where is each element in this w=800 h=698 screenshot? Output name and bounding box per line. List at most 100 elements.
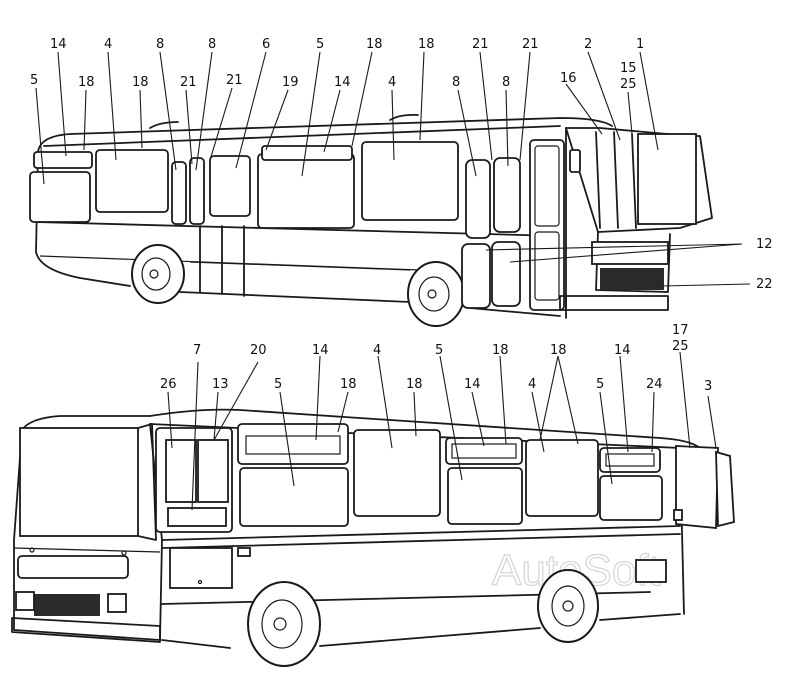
- bottom-callout-5: 5: [596, 377, 604, 392]
- top-front-pane-1: [637, 133, 697, 225]
- top-front-door-glass-lower: [534, 231, 560, 301]
- bottom-a-pillar: [137, 423, 157, 541]
- top-window-4a: [95, 149, 169, 213]
- bottom-callout-26: 26: [160, 377, 177, 392]
- top-mirror: [569, 149, 581, 173]
- bottom-window-5c: [599, 475, 663, 521]
- top-callout-21: 21: [472, 37, 489, 52]
- top-mid-door: [199, 225, 245, 297]
- top-bus-windows: [29, 141, 521, 309]
- bottom-window-5b: [447, 467, 523, 525]
- bottom-bus-windows: [237, 423, 663, 527]
- bottom-callout-4: 4: [373, 343, 381, 358]
- top-front-door: [529, 139, 565, 311]
- bottom-rear-wheel: [537, 569, 599, 643]
- bottom-callout-7: 7: [193, 343, 201, 358]
- top-callout-6: 6: [262, 37, 270, 52]
- bottom-callout-14: 14: [614, 343, 631, 358]
- top-pane-8d: [493, 157, 521, 233]
- top-roof-rail: [43, 125, 561, 147]
- bottom-callout-24: 24: [646, 377, 663, 392]
- top-callout-1: 1: [636, 37, 644, 52]
- top-callout-8: 8: [156, 37, 164, 52]
- top-callout-19: 19: [282, 75, 299, 90]
- top-callout-22: 22: [756, 277, 773, 292]
- bottom-callout-4: 4: [528, 377, 536, 392]
- top-leaders: [35, 51, 751, 287]
- top-pane-12a: [461, 243, 491, 309]
- bottom-front-badge-right: [121, 550, 127, 556]
- bottom-door-lower-pane: [167, 507, 227, 527]
- bottom-leaders: [167, 351, 717, 511]
- bottom-window-4b: [525, 439, 599, 517]
- bottom-callout-25: 25: [672, 339, 689, 354]
- top-grille: [600, 268, 664, 290]
- top-vent-rear: [33, 151, 93, 169]
- bottom-callout-18: 18: [550, 343, 567, 358]
- top-windscreen-frames: [595, 131, 637, 229]
- top-roof-line: [37, 117, 613, 153]
- bottom-callout-5: 5: [435, 343, 443, 358]
- top-front-door-glass-upper: [534, 145, 560, 227]
- top-callout-18: 18: [418, 37, 435, 52]
- top-callout-4: 4: [104, 37, 112, 52]
- top-callout-8: 8: [208, 37, 216, 52]
- top-callout-5: 5: [30, 73, 38, 88]
- top-rear-end: [35, 151, 131, 287]
- top-bus-body: [35, 113, 713, 327]
- bottom-headlamp-left: [15, 591, 35, 611]
- top-window-6: [209, 155, 251, 217]
- bottom-vent-14a-inner: [245, 435, 341, 455]
- bottom-front-wheel: [247, 581, 321, 667]
- bottom-callout-18: 18: [406, 377, 423, 392]
- top-pane-8b: [189, 157, 205, 225]
- bottom-side-marker: [237, 547, 251, 557]
- bottom-beltline: [161, 525, 681, 541]
- bottom-callout-14: 14: [312, 343, 329, 358]
- top-callout-21: 21: [226, 73, 243, 88]
- top-sill-mid: [179, 291, 411, 303]
- top-window-4b: [361, 141, 459, 221]
- bottom-rear-hinge: [673, 509, 683, 521]
- top-callout-8: 8: [502, 75, 510, 90]
- top-lower-moulding-2: [189, 261, 411, 271]
- top-pane-8c: [465, 159, 491, 239]
- top-roof-vent-2: [389, 113, 419, 121]
- bottom-front-seam: [13, 547, 161, 553]
- bottom-rear-side-panel: [635, 559, 667, 583]
- top-callout-14: 14: [50, 37, 67, 52]
- bottom-headlamp-right: [107, 593, 127, 613]
- top-front-wheel: [407, 261, 465, 327]
- bottom-callout-18: 18: [492, 343, 509, 358]
- top-sill-front: [469, 307, 561, 317]
- top-callout-2: 2: [584, 37, 592, 52]
- bottom-panel-lock: [197, 579, 203, 585]
- top-callout-21: 21: [180, 75, 197, 90]
- top-front-bumper: [559, 295, 669, 311]
- top-callout-21: 21: [522, 37, 539, 52]
- bottom-callout-20: 20: [250, 343, 267, 358]
- bottom-callout-3: 3: [704, 379, 712, 394]
- bottom-window-4a: [353, 429, 441, 517]
- bottom-rear-window-edge: [715, 450, 735, 528]
- top-callout-18: 18: [78, 75, 95, 90]
- bottom-callout-5: 5: [274, 377, 282, 392]
- top-front-mask: [565, 127, 713, 233]
- bottom-windscreen: [19, 427, 139, 537]
- top-vent-14b: [261, 145, 353, 161]
- bottom-front-bumper: [11, 617, 161, 643]
- bottom-window-5a: [239, 467, 349, 527]
- top-roof-vent: [149, 121, 179, 129]
- top-callout-5: 5: [316, 37, 324, 52]
- bottom-door-glass-left: [165, 439, 197, 503]
- top-window-5b: [257, 153, 355, 229]
- bottom-front-badge-left: [29, 547, 35, 553]
- bottom-door-glass-right: [197, 439, 229, 503]
- bottom-sill: [161, 613, 681, 649]
- bottom-grille: [34, 594, 100, 616]
- bottom-beltline-2: [161, 533, 681, 549]
- bottom-callout-18: 18: [340, 377, 357, 392]
- bottom-callout-14: 14: [464, 377, 481, 392]
